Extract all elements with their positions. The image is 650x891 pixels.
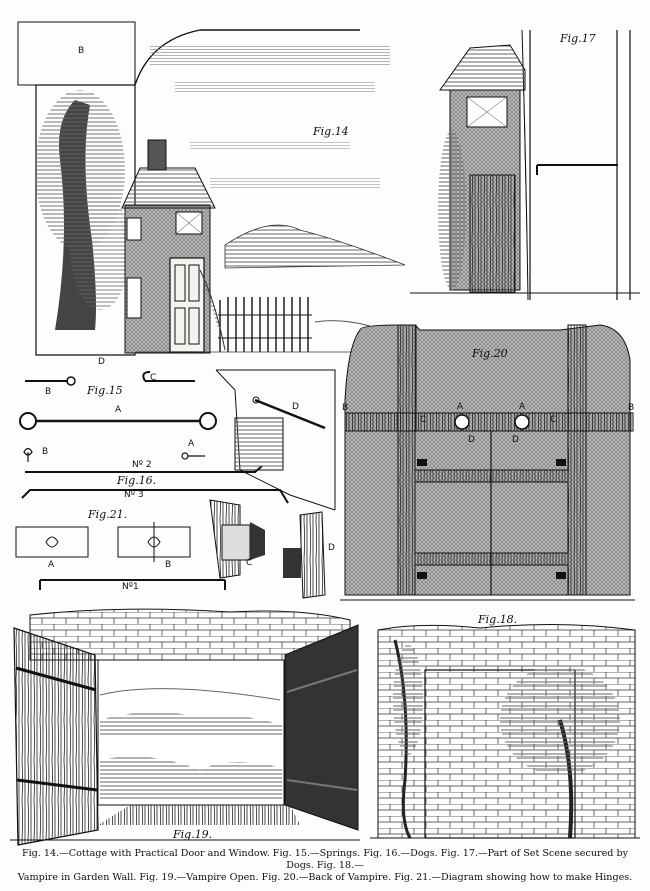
fig16-no3: Nº 3 [124,490,144,500]
fig21-letter-b: B [165,560,172,570]
fig14-cottage-illustration [17,21,406,356]
fig20-letter-a: A [457,402,464,412]
fig20-letter-b2: B [628,403,635,413]
fig20-letter-c: C [420,415,427,425]
fig20-vampire-back-illustration [340,324,635,601]
fig18-garden-wall-illustration [370,623,640,839]
fig21-letter-a: A [48,560,55,570]
fig21-letter-c: C [246,558,253,568]
fig20-letter-d2: D [512,435,519,445]
caption-line-1: Fig. 14.—Cottage with Practical Door and… [21,848,629,871]
fig21-label: Fig.21. [88,508,128,521]
fig14-letter-b: B [78,46,85,56]
fig16-no2: Nº 2 [132,460,152,470]
fig18-label: Fig.18. [478,613,518,626]
fig16-label: Fig.16. [117,474,157,487]
fig16-letter-d: D [292,402,299,412]
fig20-letter-a2: A [519,402,526,412]
fig21-hinges-diagram [15,499,326,599]
fig19-vampire-open-illustration [10,608,360,846]
fig15-springs-illustration [25,371,195,386]
fig14-letter-d: D [98,357,105,367]
fig17-label: Fig.17 [560,32,596,45]
fig14-label: Fig.14 [313,125,349,138]
fig19-label: Fig.19. [173,828,213,841]
fig17-set-scene-illustration [410,29,640,301]
caption-line-2: Vampire in Garden Wall. Fig. 19.—Vampire… [17,872,633,883]
fig15-letter-c: C [150,373,157,383]
fig16-letter-a2: A [188,439,195,449]
fig21-letter-d: D [328,543,335,553]
fig16-letter-a: A [115,405,122,415]
plate-caption: Fig. 14.—Cottage with Practical Door and… [12,848,638,884]
fig15-letter-b: B [45,387,52,397]
fig20-label: Fig.20 [472,347,508,360]
fig20-letter-c2: C [550,415,557,425]
fig16-dogs-illustration [19,369,336,511]
fig15-label: Fig.15 [87,384,123,397]
fig21-no1: Nº1 [122,582,139,592]
fig20-letter-d: D [468,435,475,445]
fig20-letter-b: B [342,403,349,413]
fig16-letter-b: B [42,447,49,457]
